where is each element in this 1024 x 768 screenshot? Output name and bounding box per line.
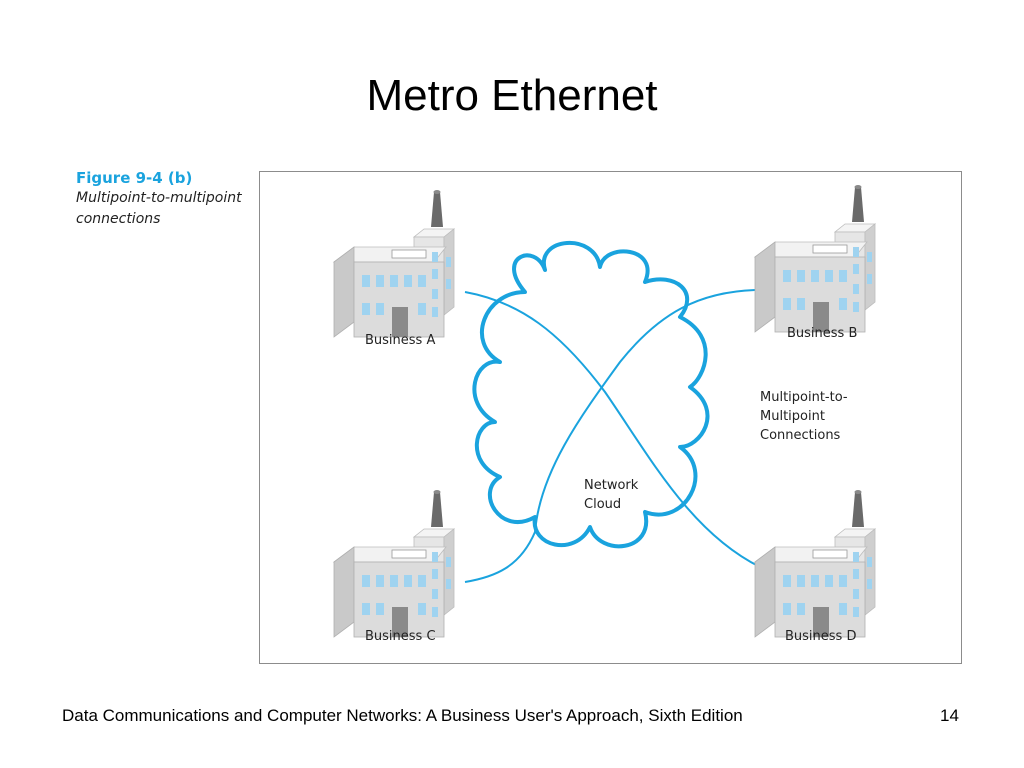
- business-b-building-icon: [754, 184, 876, 333]
- business-c-label: Business C: [365, 629, 436, 644]
- figure-description: Multipoint-to-multipoint connections: [76, 190, 242, 227]
- business-d-building-icon: [754, 489, 876, 638]
- connections-label-line1: Multipoint-to-: [760, 390, 848, 405]
- link-a-to-d: [464, 291, 761, 568]
- network-diagram: [333, 184, 876, 638]
- connections-label-line2: Multipoint: [760, 409, 825, 424]
- network-cloud-label: Network Cloud: [584, 476, 638, 514]
- business-a-building-icon: [333, 189, 455, 338]
- business-a-label: Business A: [365, 333, 436, 348]
- slide-footer: Data Communications and Computer Network…: [62, 706, 743, 725]
- business-b-label: Business B: [787, 326, 858, 341]
- figure-caption: Figure 9-4 (b) Multipoint-to-multipoint …: [76, 168, 256, 230]
- network-cloud-label-line1: Network: [584, 478, 639, 493]
- business-d-label: Business D: [785, 629, 857, 644]
- link-b-to-c: [464, 289, 756, 583]
- diagram-frame: Business A Business B Business C Busines…: [259, 171, 962, 664]
- slide-title: Metro Ethernet: [366, 71, 658, 120]
- network-cloud: [472, 241, 710, 549]
- connections-label-line3: Connections: [760, 428, 841, 443]
- figure-number: Figure 9-4 (b): [76, 169, 193, 187]
- business-c-building-icon: [333, 489, 455, 638]
- connections-label: Multipoint-to- Multipoint Connections: [760, 388, 848, 445]
- network-cloud-label-line2: Cloud: [584, 497, 622, 512]
- page-number: 14: [940, 706, 959, 725]
